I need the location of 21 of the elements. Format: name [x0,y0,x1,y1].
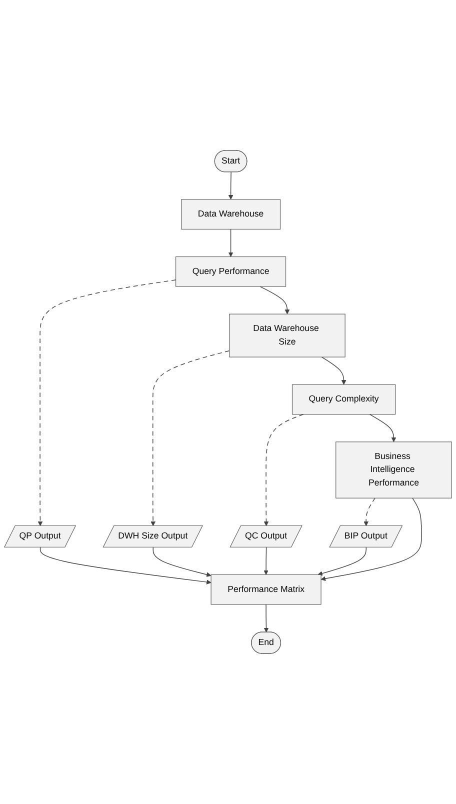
arrow [40,547,212,584]
arrow [264,547,268,575]
arrow [264,414,304,526]
node-box: Data Warehouse Size [229,314,346,358]
node-box: Query Performance [176,256,286,287]
node-box: Performance Matrix [210,574,322,605]
arrow [150,350,230,526]
node-box: Data Warehouse [181,199,281,230]
arrow [320,498,422,582]
arrow [318,547,367,576]
arrow [228,228,234,258]
node-box: Query Complexity [292,384,396,415]
arrow [364,498,376,526]
arrow [321,356,346,385]
node-box: Business Intelligence Performance [336,442,452,498]
arrow [264,604,269,633]
arrow [260,286,290,314]
arrow [152,547,212,577]
arrow [369,414,396,442]
arrow [38,280,176,526]
arrow [228,172,234,200]
